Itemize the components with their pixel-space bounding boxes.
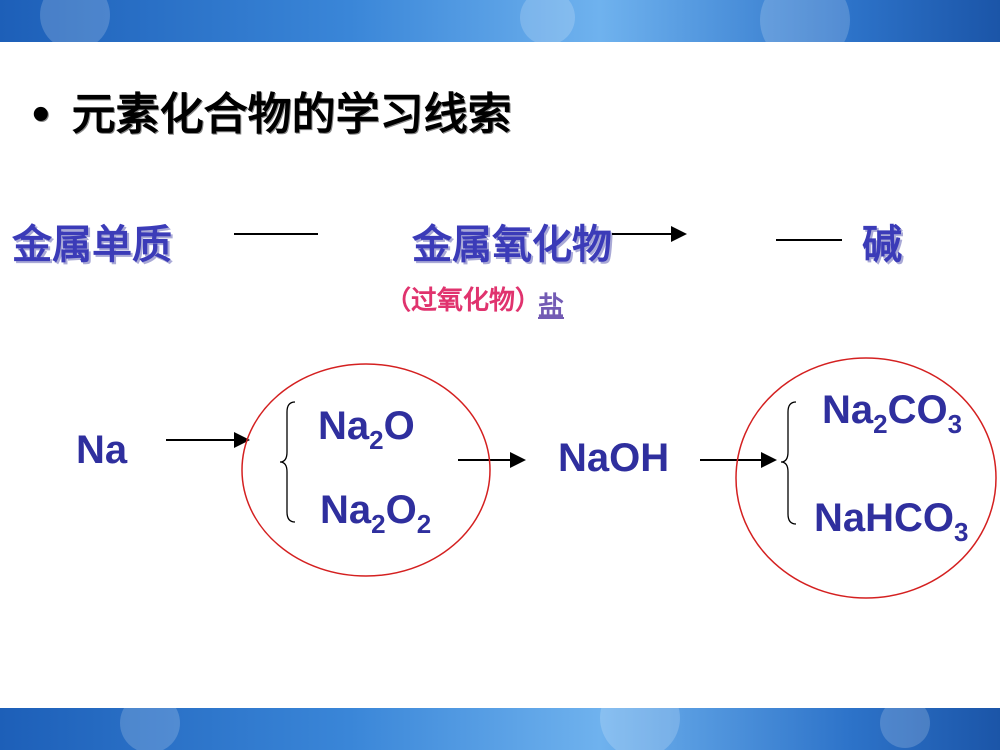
note-salt: 盐: [538, 292, 565, 322]
slide-title-text: 元素化合物的学习线索: [71, 89, 512, 140]
formula-nahco3: NaHCO3: [814, 496, 969, 547]
slide-title: • 元素化合物的学习线索: [28, 78, 512, 142]
salts-brace: [780, 401, 797, 525]
decor-bubble: [40, 0, 110, 42]
heading-base: 碱: [862, 222, 902, 268]
formula-na2o: Na2O: [318, 404, 415, 455]
bottom-banner: [0, 708, 1000, 750]
decor-bubble: [120, 708, 180, 750]
formula-na2o2: Na2O2: [320, 488, 432, 539]
formula-na: Na: [76, 428, 128, 472]
decor-bubble: [760, 0, 850, 42]
heading-metal: 金属单质: [12, 222, 172, 268]
oxides-brace: [279, 401, 296, 523]
top-banner: [0, 0, 1000, 42]
decor-bubble: [880, 708, 930, 748]
heading-oxide: 金属氧化物: [412, 222, 612, 268]
salts-circle: [735, 357, 997, 599]
formula-naoh: NaOH: [558, 436, 670, 480]
decor-bubble: [600, 708, 680, 750]
oxides-circle: [241, 363, 491, 577]
formula-na2co3: Na2CO3: [822, 388, 963, 439]
bullet-icon: •: [28, 93, 54, 139]
note-peroxide: （过氧化物）: [385, 286, 542, 316]
decor-bubble: [520, 0, 575, 42]
